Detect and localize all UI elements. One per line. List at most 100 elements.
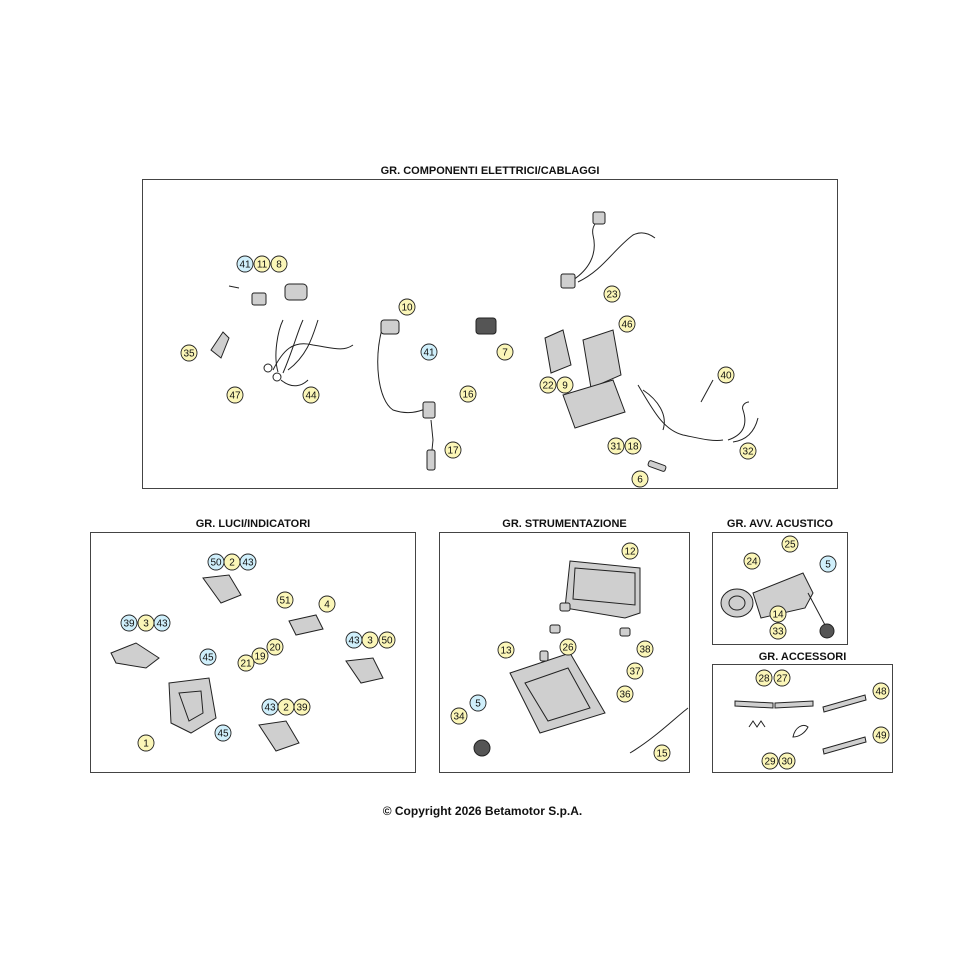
svg-text:2: 2 [283,703,289,714]
harness-18-drawing [637,384,724,441]
instruments-diagram: 12 26 38 37 13 36 5 34 15 [450,542,689,762]
callout: 21 [237,654,255,672]
svg-text:24: 24 [746,557,758,568]
callouts-accessories: 28 27 48 49 29 30 [755,669,890,770]
callout: 16 [459,385,477,403]
callout: 43 [239,553,257,571]
svg-text:35: 35 [183,349,195,360]
svg-text:29: 29 [764,757,776,768]
harness-32-drawing [727,401,759,443]
callouts-lights: 50 2 43 51 4 39 3 43 45 20 19 21 43 3 50… [120,553,396,752]
svg-text:11: 11 [257,260,268,271]
bracket-35-drawing [210,331,230,359]
svg-text:30: 30 [781,757,793,768]
callout: 39 [293,698,311,716]
ecu-46-drawing [544,329,626,429]
svg-text:2: 2 [229,558,235,569]
svg-text:47: 47 [229,391,241,402]
callout: 20 [266,638,284,656]
callout: 17 [444,441,462,459]
part-40-drawing [700,379,714,403]
svg-text:1: 1 [143,739,149,750]
copyright-notice: © Copyright 2026 Betamotor S.p.A. [382,804,583,818]
svg-text:45: 45 [217,729,229,740]
svg-text:8: 8 [276,260,282,271]
callout: 45 [199,648,217,666]
part-34-drawing [473,739,491,757]
indicator-bottom-drawing [258,720,300,752]
callout: 50 [378,631,396,649]
panel-horn: 25 24 5 14 33 [712,532,848,645]
callout: 27 [773,669,791,687]
callout: 2 [277,698,295,716]
svg-text:20: 20 [269,643,281,654]
callout: 3 [137,614,155,632]
bracket-13-drawing [509,652,606,734]
svg-text:18: 18 [627,442,639,453]
svg-text:45: 45 [202,653,214,664]
svg-text:9: 9 [562,381,568,392]
svg-text:13: 13 [500,646,512,657]
callout: 23 [603,285,621,303]
callout: 34 [450,707,468,725]
svg-text:43: 43 [156,619,168,630]
svg-text:44: 44 [305,391,317,402]
callout: 19 [251,647,269,665]
callout: 5 [819,555,837,573]
callout: 32 [739,442,757,460]
callout: 12 [621,542,639,560]
svg-text:17: 17 [447,446,459,457]
main-harness-drawing [263,319,354,387]
svg-text:43: 43 [348,636,360,647]
svg-text:36: 36 [619,690,631,701]
callout: 5 [469,694,487,712]
svg-text:41: 41 [239,260,251,271]
svg-text:34: 34 [453,712,465,723]
svg-text:49: 49 [875,731,887,742]
fasteners-drawing [539,602,631,662]
svg-text:48: 48 [875,687,887,698]
plate-light-drawing [288,614,324,636]
svg-text:39: 39 [296,703,308,714]
callout: 47 [226,386,244,404]
svg-text:3: 3 [143,619,149,630]
relay-7-drawing [475,317,497,335]
callout: 50 [207,553,225,571]
callout: 29 [761,752,779,770]
callout: 9 [556,376,574,394]
svg-text:33: 33 [772,627,784,638]
svg-text:40: 40 [720,371,732,382]
svg-text:50: 50 [210,558,222,569]
svg-text:7: 7 [502,348,508,359]
lights-diagram: 50 2 43 51 4 39 3 43 45 20 19 21 43 3 50… [110,553,396,752]
svg-text:25: 25 [784,540,796,551]
callout: 10 [398,298,416,316]
svg-text:43: 43 [264,703,276,714]
svg-text:15: 15 [656,749,668,760]
callout: 25 [781,535,799,553]
callout: 45 [214,724,232,742]
svg-text:3: 3 [367,636,373,647]
svg-text:51: 51 [279,596,291,607]
panel-wiring: 41 11 8 35 47 44 10 41 16 17 7 23 46 22 … [142,179,838,489]
svg-text:10: 10 [401,303,413,314]
callout: 6 [631,470,649,488]
callout: 46 [618,315,636,333]
callout: 4 [318,595,336,613]
callout: 18 [624,437,642,455]
svg-text:4: 4 [324,600,330,611]
callout: 41 [236,255,254,273]
callout: 43 [345,631,363,649]
panel-instruments: 12 26 38 37 13 36 5 34 15 [439,532,690,773]
callout: 11 [253,255,271,273]
callout: 33 [769,622,787,640]
callout: 43 [261,698,279,716]
svg-text:38: 38 [639,645,651,656]
callout: 40 [717,366,735,384]
callout: 14 [769,605,787,623]
group-title-wiring: GR. COMPONENTI ELETTRICI/CABLAGGI [380,165,600,177]
headlight-drawing [168,677,217,734]
wiring-diagram: 41 11 8 35 47 44 10 41 16 17 7 23 46 22 … [180,211,759,488]
indicator-front-left-drawing [110,642,160,669]
callout: 7 [496,343,514,361]
